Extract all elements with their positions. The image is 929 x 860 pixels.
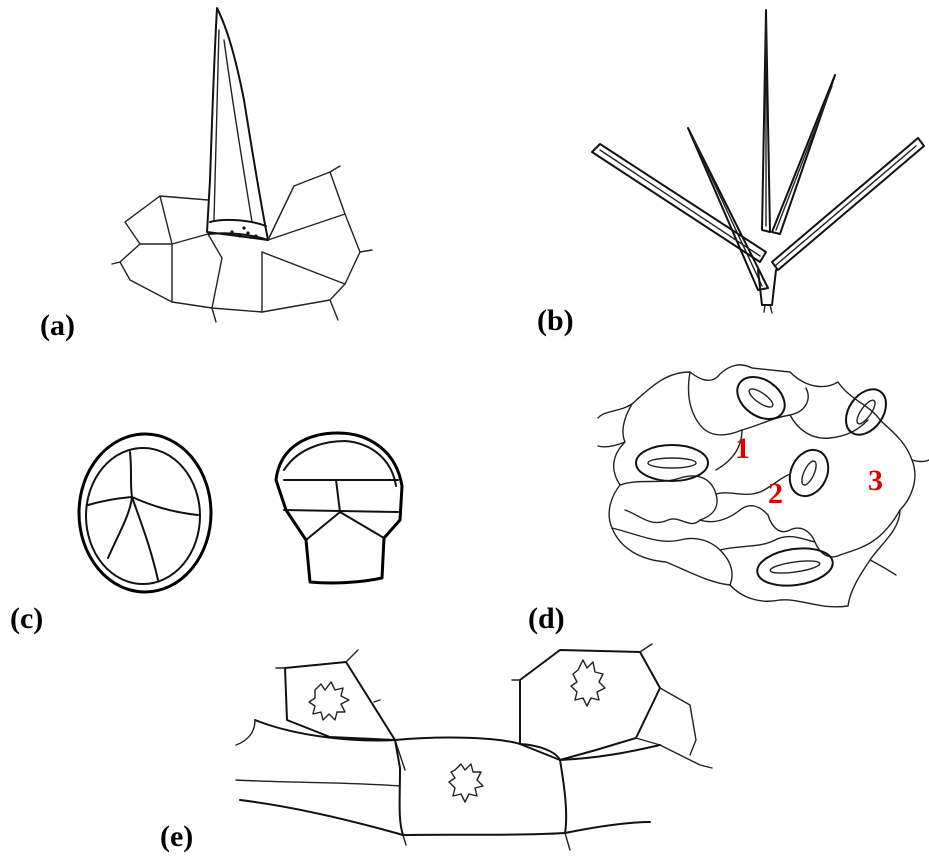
panel-b-branched-trichome-drawing: [592, 10, 924, 313]
panel-a-trichome-drawing: [112, 8, 372, 322]
panel-e-crystal-cells-drawing: [236, 644, 712, 850]
panel-d-label: (d): [528, 602, 565, 635]
panel-c-label: (c): [10, 602, 43, 635]
panel-b-label: (b): [537, 304, 574, 337]
panel-a-label: (a): [40, 309, 75, 342]
panel-e-label: (e): [160, 820, 193, 853]
panel-d-callout-2: 2: [768, 477, 783, 510]
panel-d-callout-3: 3: [868, 464, 883, 497]
panel-d-callout-1: 1: [735, 432, 750, 465]
panel-c-cells-drawing: [79, 433, 402, 592]
